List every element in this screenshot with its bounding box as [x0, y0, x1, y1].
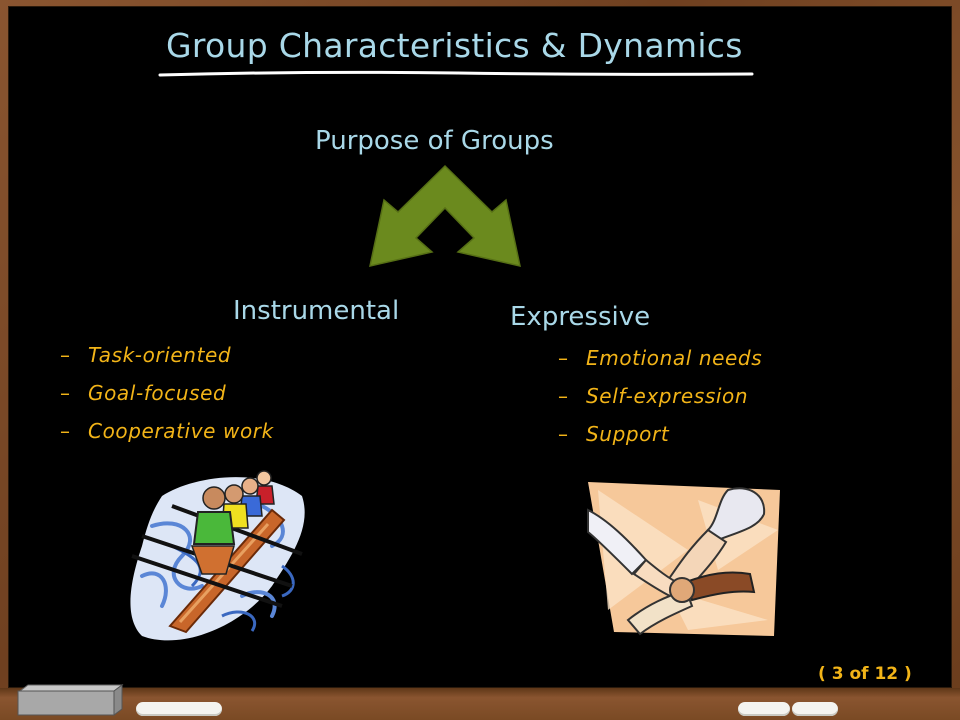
list-dash: –	[558, 384, 569, 408]
slide-subtitle: Purpose of Groups	[315, 126, 554, 156]
list-dash: –	[558, 346, 569, 370]
expressive-list: –Emotional needs –Self-expression –Suppo…	[558, 339, 762, 453]
list-item: –Cooperative work	[60, 412, 274, 450]
list-item-text: Support	[586, 422, 670, 446]
list-dash: –	[60, 381, 71, 405]
list-item-text: Cooperative work	[88, 419, 274, 443]
page-open-paren: (	[818, 664, 826, 684]
list-item-text: Self-expression	[586, 384, 749, 408]
list-dash: –	[558, 422, 569, 446]
chalk-piece	[792, 702, 838, 716]
instrumental-list: –Task-oriented –Goal-focused –Cooperativ…	[60, 336, 274, 450]
page-total: of 12	[849, 664, 899, 684]
instrumental-heading: Instrumental	[233, 296, 400, 326]
list-dash: –	[60, 419, 71, 443]
list-item: –Emotional needs	[558, 339, 762, 377]
title-underline	[158, 70, 754, 77]
chalk-piece	[738, 702, 790, 716]
list-item: –Task-oriented	[60, 336, 274, 374]
page-counter: ( 3 of 12 )	[818, 664, 912, 684]
page-current: 3	[831, 664, 844, 684]
eraser-icon	[17, 684, 124, 716]
double-down-arrow-icon	[369, 164, 521, 267]
list-item: –Self-expression	[558, 377, 762, 415]
expressive-heading: Expressive	[510, 302, 651, 332]
list-item-text: Emotional needs	[586, 346, 763, 370]
joined-hands-clipart	[568, 470, 796, 650]
list-item-text: Task-oriented	[88, 343, 232, 367]
list-item: –Goal-focused	[60, 374, 274, 412]
list-dash: –	[60, 343, 71, 367]
page-close-paren: )	[904, 664, 912, 684]
chalk-piece	[136, 702, 222, 716]
rowing-team-clipart	[130, 470, 305, 641]
list-item-text: Goal-focused	[88, 381, 227, 405]
list-item: –Support	[558, 415, 762, 453]
slide-title: Group Characteristics & Dynamics	[166, 26, 743, 65]
